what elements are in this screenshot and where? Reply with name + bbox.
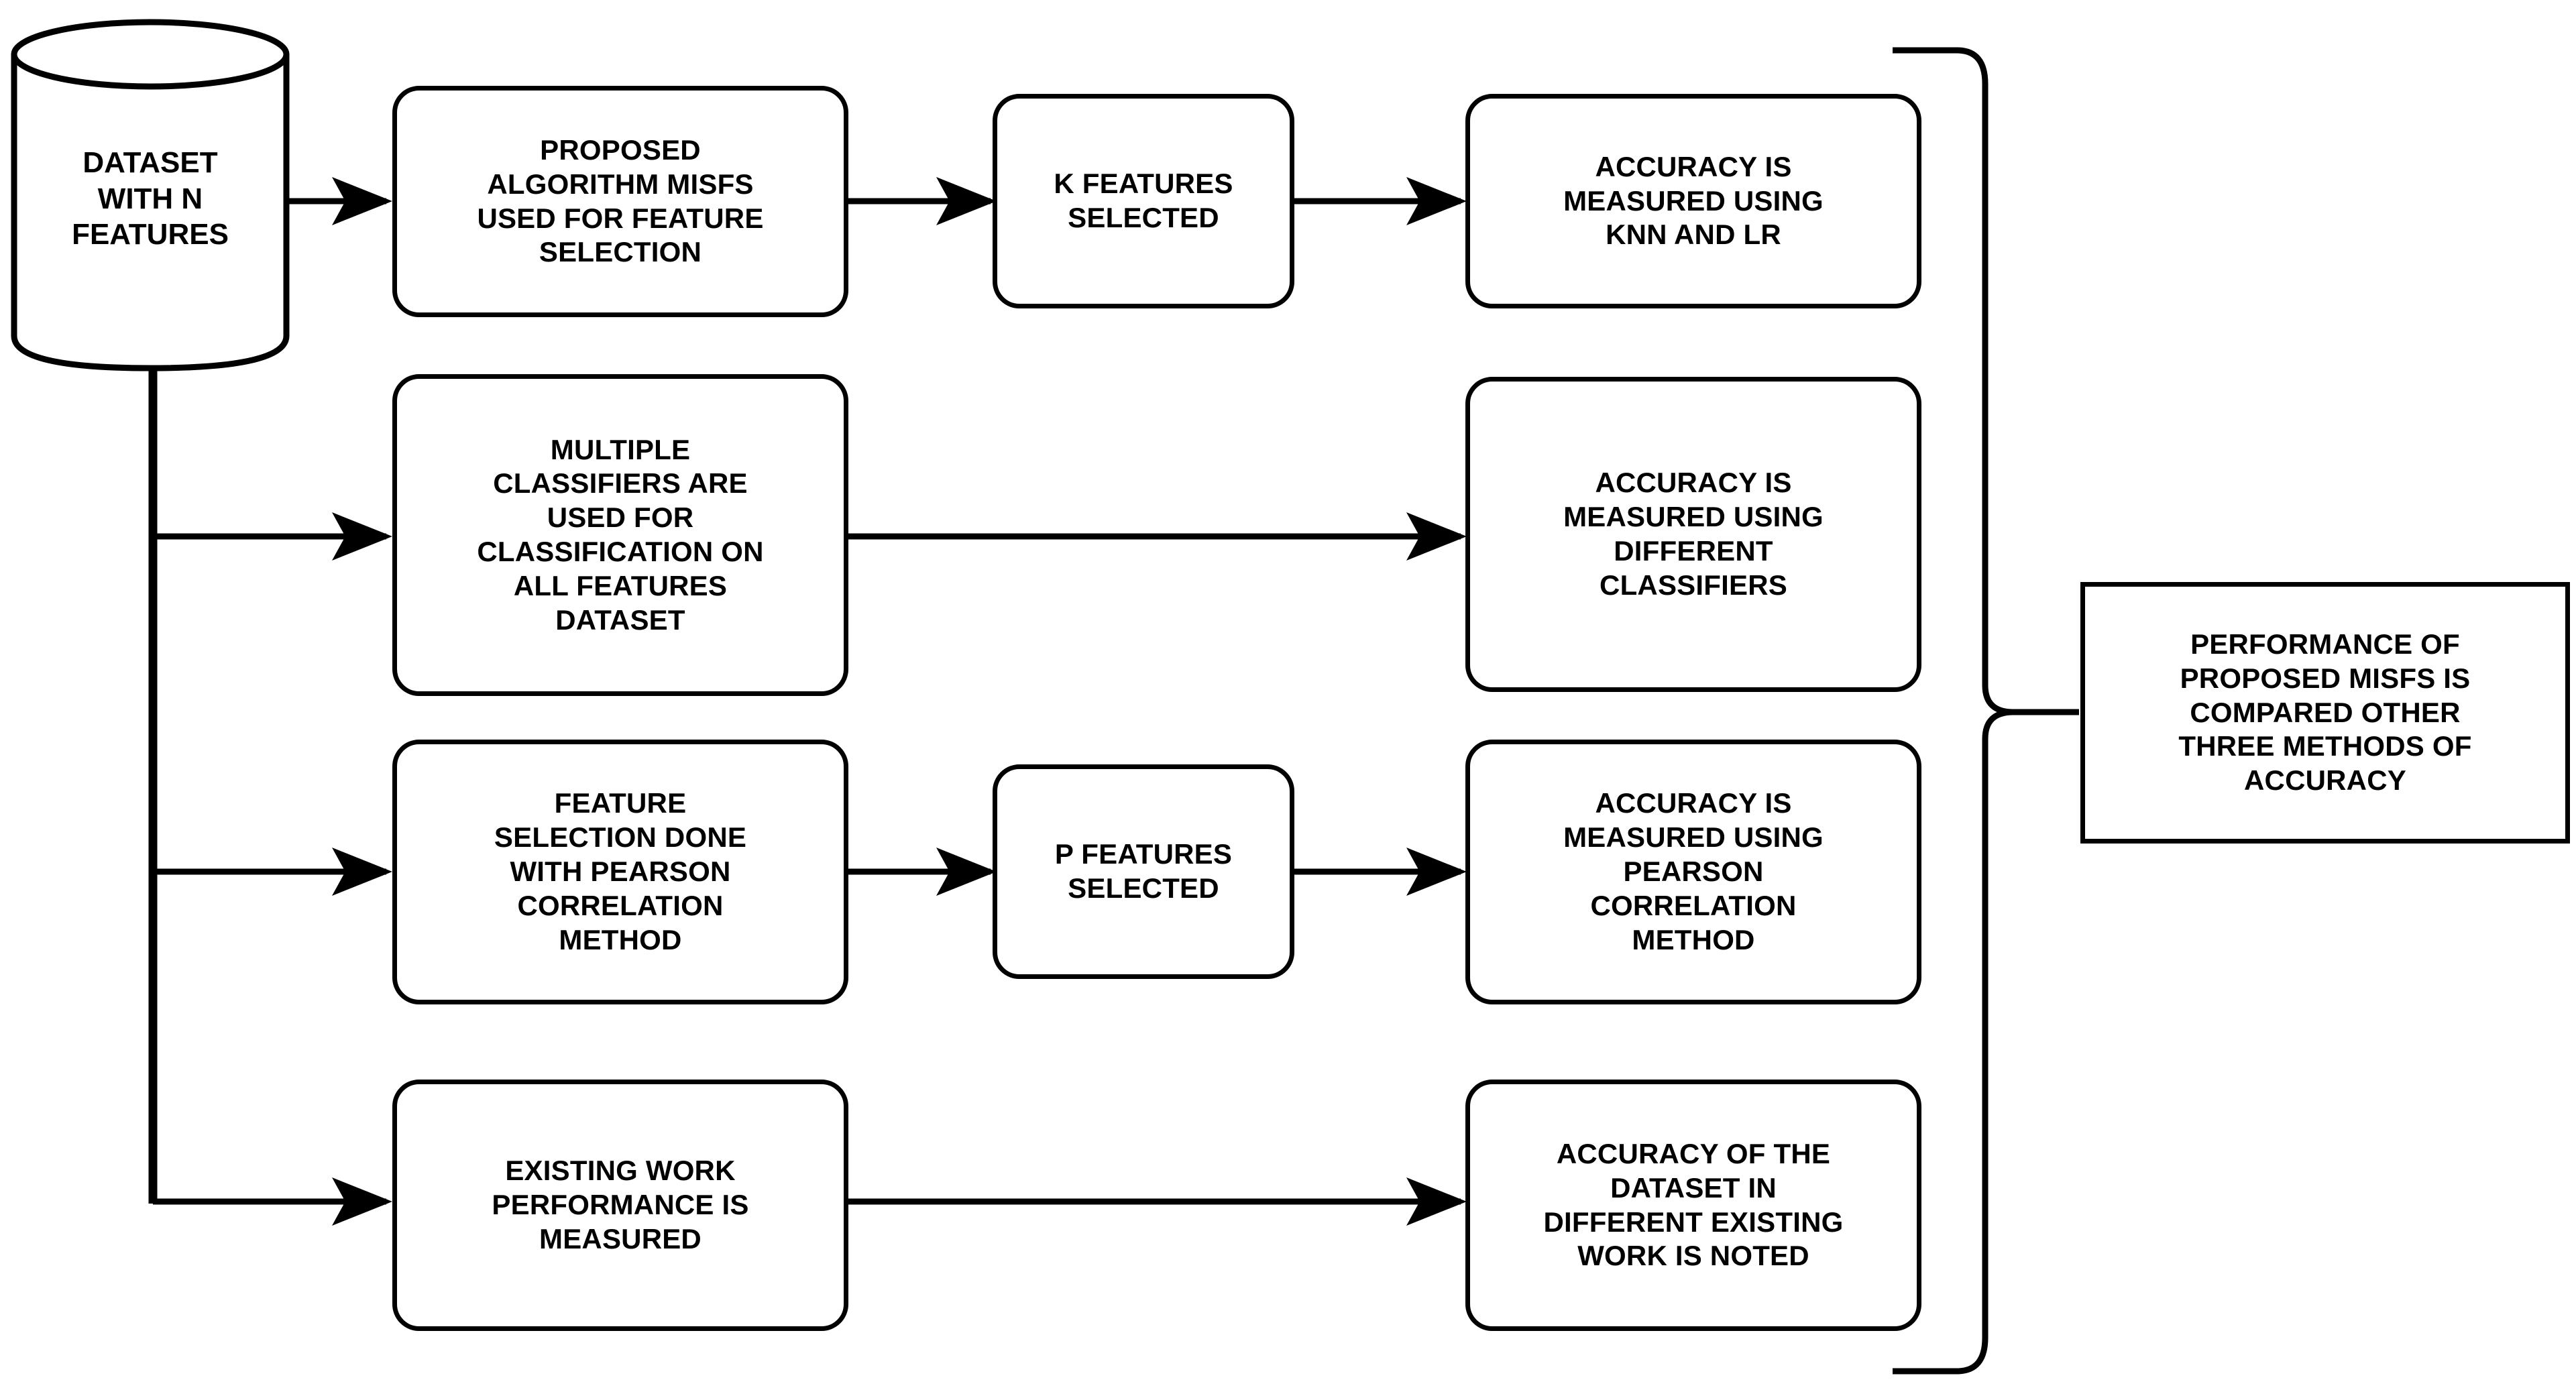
feature-selection-pearson-label: FEATURE SELECTION DONE WITH PEARSON CORR… [494,787,747,955]
accuracy-existing-work-label: ACCURACY OF THE DATASET IN DIFFERENT EXI… [1543,1137,1844,1272]
multiple-classifiers-box[interactable]: MULTIPLE CLASSIFIERS ARE USED FOR CLASSI… [392,374,848,696]
accuracy-pearson-box[interactable]: ACCURACY IS MEASURED USING PEARSON CORRE… [1465,740,1921,1004]
performance-comparison-box[interactable]: PERFORMANCE OF PROPOSED MISFS IS COMPARE… [2080,582,2570,844]
accuracy-different-classifiers-box[interactable]: ACCURACY IS MEASURED USING DIFFERENT CLA… [1465,377,1921,692]
p-features-selected-box[interactable]: P FEATURES SELECTED [993,764,1294,979]
existing-work-performance-label: EXISTING WORK PERFORMANCE IS MEASURED [492,1155,749,1255]
accuracy-existing-work-box[interactable]: ACCURACY OF THE DATASET IN DIFFERENT EXI… [1465,1080,1921,1331]
accuracy-knn-lr-box[interactable]: ACCURACY IS MEASURED USING KNN AND LR [1465,94,1921,308]
cylinder-shape [11,19,290,371]
accuracy-pearson-label: ACCURACY IS MEASURED USING PEARSON CORRE… [1563,787,1824,955]
dataset-cylinder[interactable]: DATASET WITH N FEATURES [9,17,291,373]
proposed-algorithm-misfs-box[interactable]: PROPOSED ALGORITHM MISFS USED FOR FEATUR… [392,86,848,317]
k-features-selected-label: K FEATURES SELECTED [1054,168,1233,233]
feature-selection-pearson-box[interactable]: FEATURE SELECTION DONE WITH PEARSON CORR… [392,740,848,1004]
multiple-classifiers-label: MULTIPLE CLASSIFIERS ARE USED FOR CLASSI… [477,433,764,636]
p-features-selected-label: P FEATURES SELECTED [1054,838,1233,904]
accuracy-knn-lr-label: ACCURACY IS MEASURED USING KNN AND LR [1563,150,1824,251]
dataset-cylinder-label: DATASET WITH N FEATURES [72,146,229,251]
proposed-algorithm-misfs-label: PROPOSED ALGORITHM MISFS USED FOR FEATUR… [477,133,764,268]
existing-work-performance-box[interactable]: EXISTING WORK PERFORMANCE IS MEASURED [392,1080,848,1331]
performance-comparison-label: PERFORMANCE OF PROPOSED MISFS IS COMPARE… [2178,628,2472,797]
accuracy-different-classifiers-label: ACCURACY IS MEASURED USING DIFFERENT CLA… [1563,467,1824,601]
k-features-selected-box[interactable]: K FEATURES SELECTED [993,94,1294,308]
